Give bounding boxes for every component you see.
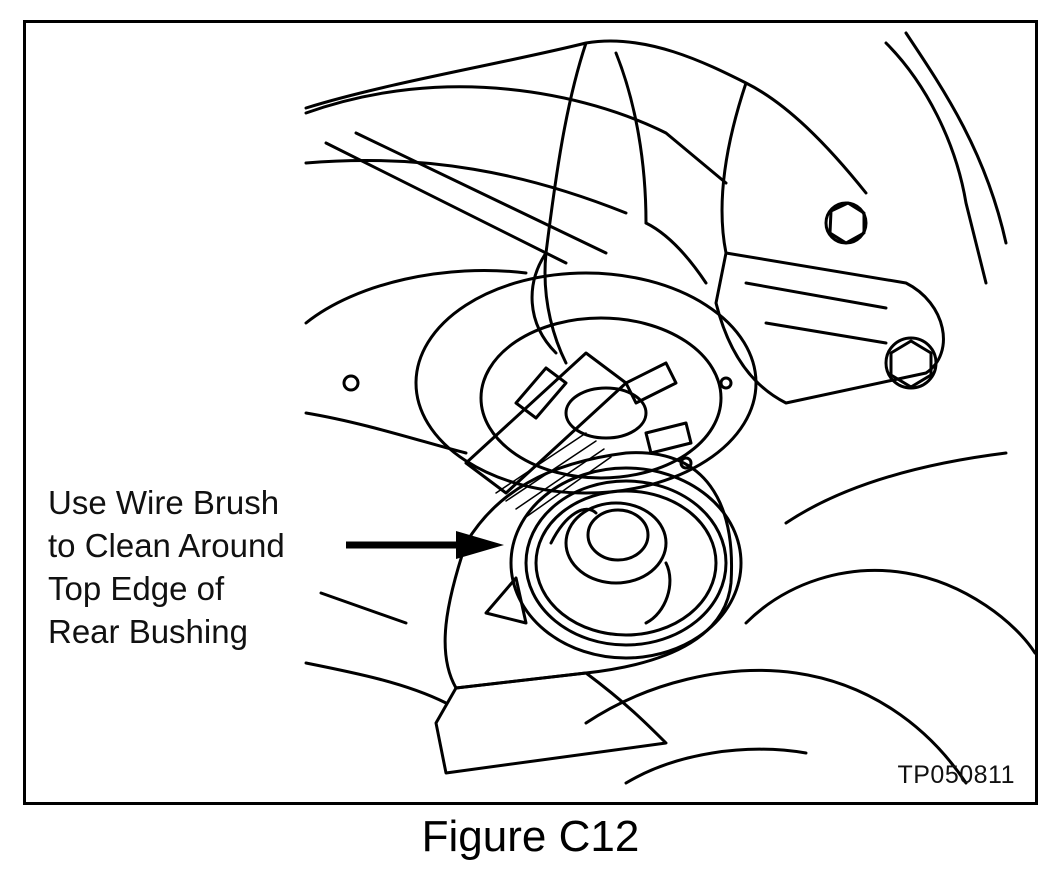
link-arm-detail <box>744 281 888 345</box>
bushing-ring-2 <box>524 479 728 647</box>
lower-arm-body <box>443 451 734 690</box>
mount-plate-inner <box>479 316 723 480</box>
bushing-inner-sleeve <box>564 501 668 585</box>
callout-text: Use Wire Brush to Clean Around Top Edge … <box>48 481 348 653</box>
bushing-bore <box>586 508 650 562</box>
callout-line-1: Use Wire Brush <box>48 484 280 521</box>
figure-frame: Use Wire Brush to Clean Around Top Edge … <box>23 20 1038 805</box>
frame-line-mid <box>319 591 408 625</box>
lower-arm-front <box>434 671 668 775</box>
mount-slot-3 <box>644 421 693 455</box>
body-panel-left <box>304 268 528 325</box>
wire-brush-head-bristles <box>495 432 612 518</box>
bolt-right-hex <box>889 339 933 389</box>
frame-hole <box>342 374 360 392</box>
bushing-outer-ring <box>509 466 743 660</box>
callout-line-4: Rear Bushing <box>48 613 248 650</box>
bushing-void <box>549 507 672 625</box>
hand-upper <box>304 39 868 365</box>
callout-line-3: Top Edge of <box>48 570 225 607</box>
callout-arrow <box>346 531 504 559</box>
frame-rail-upper <box>304 85 728 185</box>
hand-lower <box>584 451 1035 785</box>
mount-center <box>564 386 648 440</box>
body-panel-lower <box>304 661 448 705</box>
mount-slot-2 <box>624 361 678 405</box>
bushing-cleaning-illustration <box>304 31 1035 785</box>
wire-brush-handle <box>464 351 628 495</box>
body-panel-line <box>304 411 468 455</box>
bolt-upper-hex <box>828 201 866 245</box>
frame-crossmember <box>324 131 608 265</box>
reference-code: TP050811 <box>897 761 1015 789</box>
hand-upper-fingers <box>530 221 708 355</box>
bushing-ring-3 <box>534 489 718 637</box>
bolt-right <box>884 336 938 390</box>
right-frame <box>884 31 1008 285</box>
mount-hole <box>719 376 733 390</box>
figure-caption: Figure C12 <box>421 812 640 861</box>
link-arm <box>714 251 945 405</box>
frame-rail-lower <box>304 158 628 215</box>
mount-slot-1 <box>514 366 568 420</box>
callout-line-2: to Clean Around <box>48 527 285 564</box>
